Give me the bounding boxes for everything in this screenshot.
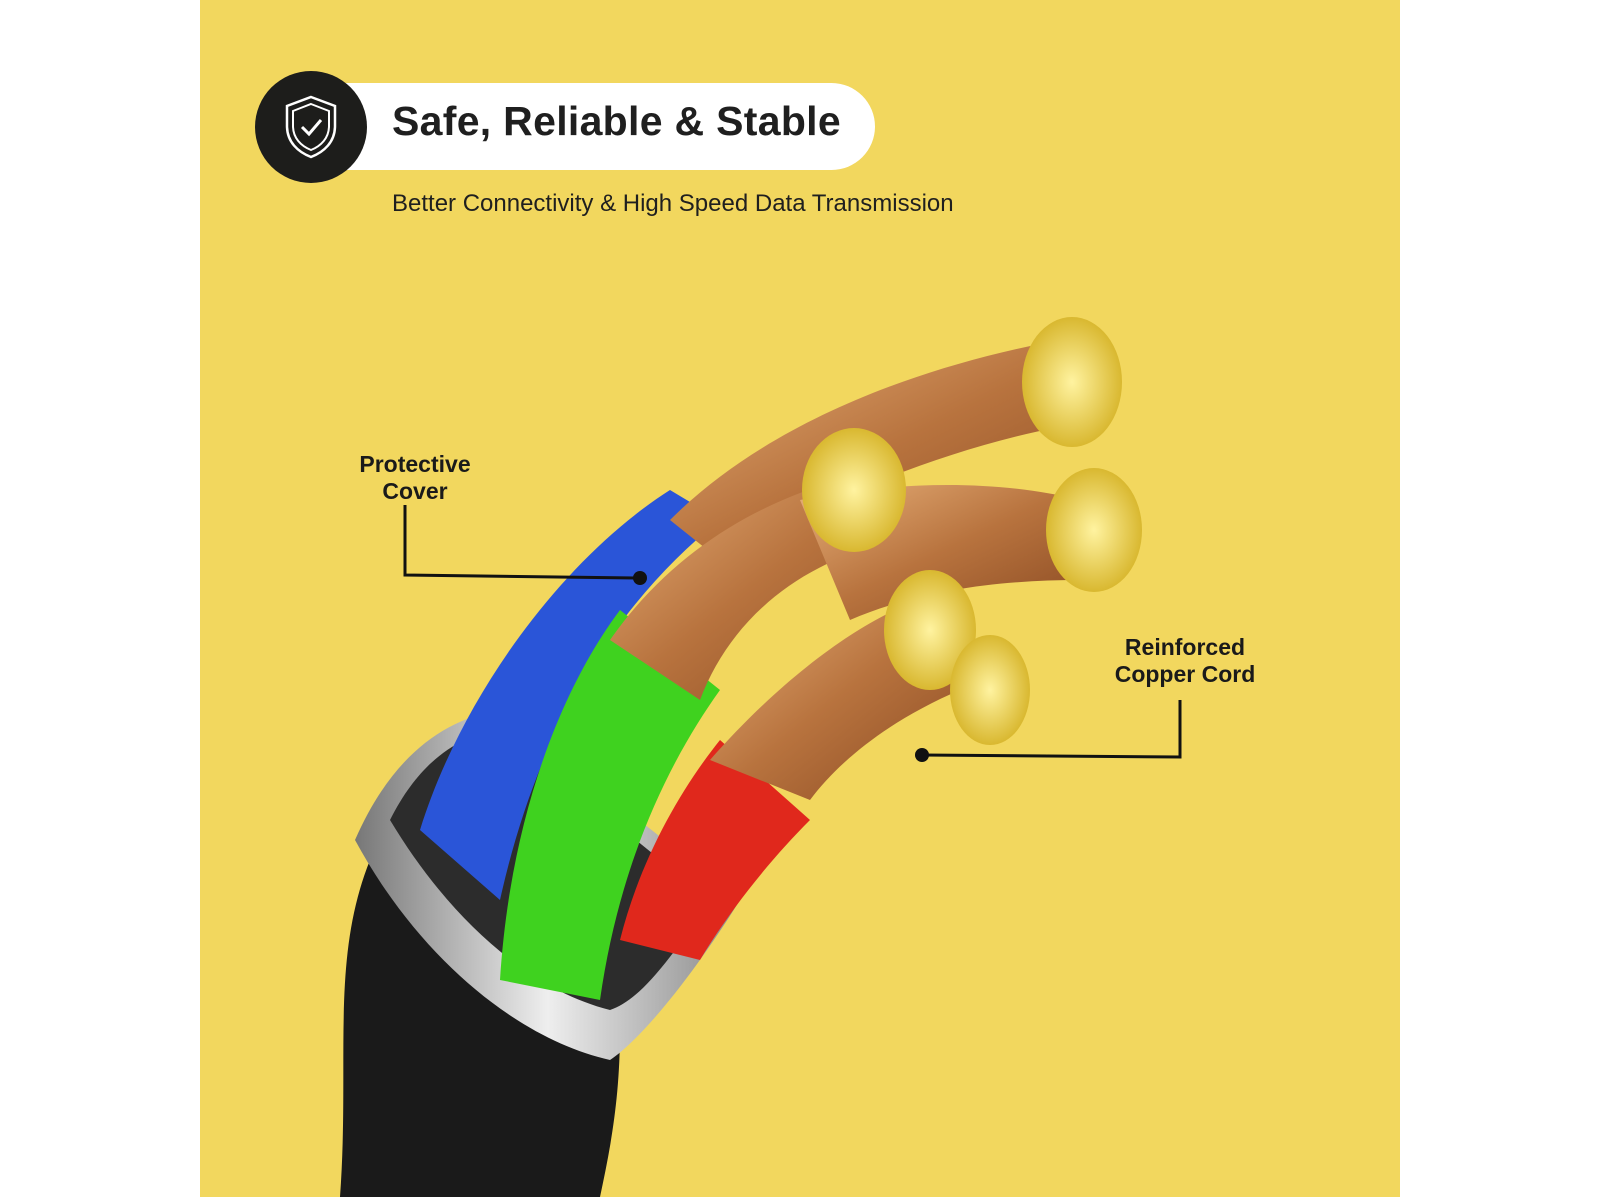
copper-end-3 <box>1046 468 1142 592</box>
copper-end-4 <box>884 570 976 690</box>
shield-check-icon <box>285 95 337 159</box>
headline: Safe, Reliable & Stable <box>392 98 841 144</box>
copper-end-2 <box>802 428 906 552</box>
label-line: Copper Cord <box>1114 661 1256 687</box>
protective-cover-leader <box>403 505 641 580</box>
label-line: Cover <box>382 478 448 504</box>
copper-end-5 <box>950 635 1030 745</box>
product-panel: Safe, Reliable & Stable Better Connectiv… <box>200 0 1400 1197</box>
protective-cover-label: Protective Cover <box>345 451 485 505</box>
red-wire <box>620 740 810 960</box>
label-line: Protective <box>359 451 471 477</box>
copper-cord-label: Reinforced Copper Cord <box>1100 634 1270 688</box>
label-line: Reinforced <box>1124 634 1246 660</box>
cable-illustration <box>340 317 1182 1197</box>
subheadline: Better Connectivity & High Speed Data Tr… <box>392 190 954 217</box>
shield-badge <box>255 71 367 183</box>
copper-end-1 <box>1022 317 1122 447</box>
copper-cord-leader <box>921 700 1182 759</box>
green-wire <box>500 610 720 1000</box>
outer-jacket <box>340 860 620 1197</box>
